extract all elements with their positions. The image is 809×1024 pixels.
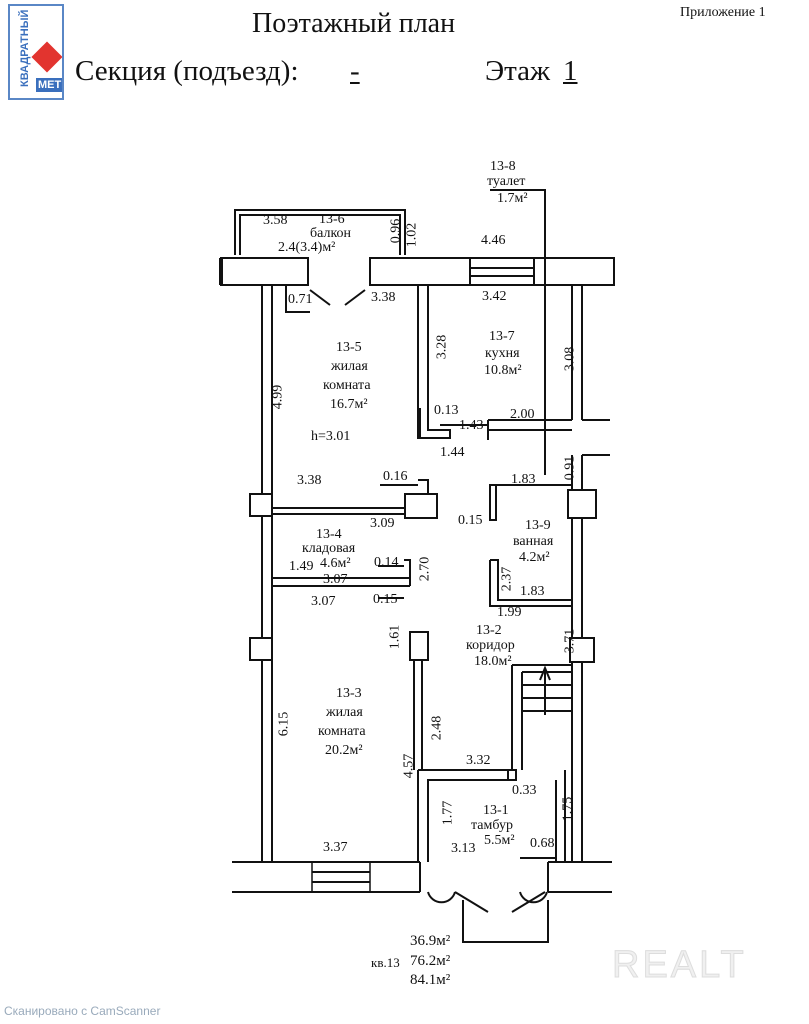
room-name: комната — [323, 378, 371, 393]
ceiling-height: h=3.01 — [311, 429, 351, 444]
room-area: 4.2м² — [519, 550, 550, 565]
room-number: 13-8 — [490, 159, 516, 174]
total-area-with-balcony: 84.1м² — [410, 972, 451, 988]
appendix-label: Приложение 1 — [680, 5, 766, 20]
dimension: 3.07 — [311, 594, 336, 609]
dimension: 3.13 — [451, 841, 476, 856]
room-name: жилая — [326, 705, 363, 720]
room-number: 13-5 — [336, 340, 362, 355]
dimension: 2.37 — [499, 566, 515, 592]
room-area: 2.4(3.4)м² — [278, 240, 336, 255]
dimension: 3.38 — [297, 473, 322, 488]
dimension: 0.71 — [288, 292, 313, 307]
dimension: 4.57 — [401, 753, 417, 779]
dimension: 0.96 — [388, 218, 404, 244]
dimension: 0.15 — [373, 592, 398, 607]
dimension: 0.16 — [383, 469, 408, 484]
room-number: 13-9 — [525, 518, 551, 533]
room-number: 13-7 — [489, 329, 515, 344]
page-title: Поэтажный план — [252, 8, 456, 39]
dimension: 0.15 — [458, 513, 483, 528]
apartment-number: кв.13 — [371, 955, 400, 970]
dimension: 1.77 — [440, 800, 456, 826]
room-area: 5.5м² — [484, 833, 515, 848]
room-number: 13-3 — [336, 686, 362, 701]
dimension: 1.83 — [520, 584, 545, 599]
dimension: 1.83 — [511, 472, 536, 487]
room-name: коридор — [466, 638, 515, 653]
dimension: 3.07 — [323, 572, 348, 587]
dimension: 3.71 — [562, 628, 578, 654]
dimension: 4.99 — [270, 384, 286, 410]
section-value: - — [350, 55, 360, 87]
room-name: ванная — [513, 534, 554, 549]
dimension: 0.13 — [434, 403, 459, 418]
room-number: 13-2 — [476, 623, 502, 638]
room-area: 16.7м² — [330, 397, 368, 412]
dimension: 1.44 — [440, 445, 465, 460]
dimension: 0.33 — [512, 783, 537, 798]
dimension: 3.32 — [466, 753, 491, 768]
dimension: 4.46 — [481, 233, 506, 248]
dimension: 0.91 — [562, 455, 578, 481]
dimension: 0.14 — [374, 555, 399, 570]
realt-watermark: REALT — [612, 944, 747, 987]
dimension: 1.43 — [459, 418, 484, 433]
floor-value: 1 — [563, 55, 578, 87]
room-number: 13-1 — [483, 803, 509, 818]
room-name: комната — [318, 724, 366, 739]
dimension: 3.28 — [434, 334, 450, 360]
room-name: жилая — [331, 359, 368, 374]
dimension: 2.00 — [510, 407, 535, 422]
dimension: 6.15 — [276, 711, 292, 737]
room-area: 1.7м² — [497, 191, 528, 206]
living-area: 36.9м² — [410, 933, 451, 949]
dimension: 3.09 — [370, 516, 395, 531]
room-area: 20.2м² — [325, 743, 363, 758]
room-area: 18.0м² — [474, 654, 512, 669]
room-number: 13-6 — [319, 212, 345, 227]
camscanner-label: Сканировано с CamScanner — [4, 1004, 161, 1018]
dimension: 1.02 — [404, 222, 420, 248]
dimension: 1.99 — [497, 605, 522, 620]
room-name: тамбур — [471, 818, 513, 833]
dimension: 3.38 — [371, 290, 396, 305]
dimension: 3.08 — [562, 346, 578, 372]
dimension: 1.61 — [387, 624, 403, 650]
room-number: 13-4 — [316, 527, 342, 542]
dimension: 1.75 — [560, 796, 576, 822]
room-name: туалет — [487, 174, 526, 189]
floor-label: Этаж — [485, 55, 551, 87]
room-area: 4.6м² — [320, 556, 351, 571]
dimension: 2.70 — [417, 556, 433, 582]
dimension: 3.37 — [323, 840, 348, 855]
logo-text-bottom: МЕТР — [36, 78, 62, 92]
dimension: 3.58 — [263, 213, 288, 228]
room-name: балкон — [310, 226, 352, 241]
total-area: 76.2м² — [410, 953, 451, 969]
room-name: кухня — [485, 346, 520, 361]
dimension: 1.49 — [289, 559, 314, 574]
section-label: Секция (подъезд): — [75, 55, 299, 87]
dimension: 0.68 — [530, 836, 555, 851]
kvadratny-metr-logo: КВАДРАТНЫЙМЕТР — [8, 4, 64, 100]
room-name: кладовая — [302, 541, 356, 556]
dimension: 2.48 — [429, 715, 445, 741]
room-area: 10.8м² — [484, 363, 522, 378]
dimension: 3.42 — [482, 289, 507, 304]
